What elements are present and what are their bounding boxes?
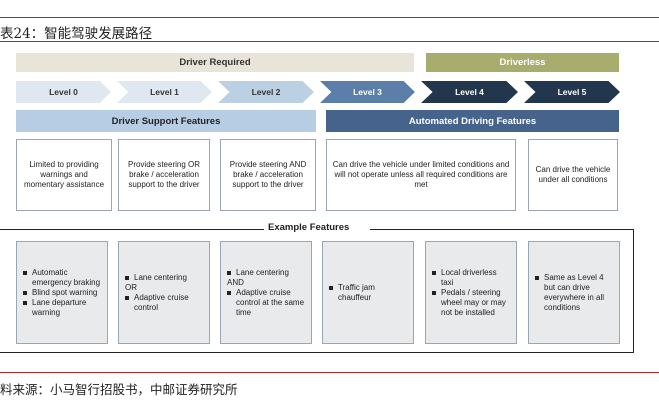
level-3-4-description: Can drive the vehicle under limited cond…	[326, 139, 516, 211]
frame-right-line	[633, 229, 634, 353]
frame-top-right-line	[370, 229, 634, 230]
level-1-description-text: Provide steering OR brake / acceleration…	[127, 160, 201, 189]
list-item: Automatic emergency braking	[23, 268, 101, 288]
level-2-examples: Lane centering AND Adaptive cruise contr…	[220, 241, 312, 344]
list-connector: AND	[227, 277, 244, 287]
list-item: Blind spot warning	[23, 288, 101, 298]
level-1-chevron: Level 1	[117, 81, 212, 103]
list-item: Local driverless taxi	[432, 268, 510, 288]
level-5-chevron: Level 5	[524, 81, 620, 103]
caption-rule	[0, 41, 659, 42]
example-features-title: Example Features	[264, 222, 354, 233]
source-rule	[0, 372, 659, 373]
list-connector: OR	[125, 282, 137, 292]
automated-driving-features-bar: Automated Driving Features	[326, 110, 619, 132]
level-1-description: Provide steering OR brake / acceleration…	[118, 139, 210, 211]
list-item: Lane departure warning	[23, 298, 101, 318]
level-3-4-description-text: Can drive the vehicle under limited cond…	[332, 160, 510, 189]
list-item: Adaptive cruise control at the same time	[227, 288, 305, 318]
level-2-description-text: Provide steering AND brake / acceleratio…	[229, 160, 307, 189]
level-0-chevron: Level 0	[16, 81, 111, 103]
level-0-description-text: Limited to providing warnings and moment…	[23, 160, 105, 189]
source-note: 料来源：小马智行招股书，中邮证券研究所	[0, 382, 238, 397]
top-rule	[0, 17, 659, 18]
level-4-chevron: Level 4	[421, 81, 518, 103]
level-4-examples: Local driverless taxi Pedals / steering …	[425, 241, 517, 344]
level-0-description: Limited to providing warnings and moment…	[16, 139, 112, 211]
level-1-examples: Lane centering OR Adaptive cruise contro…	[118, 241, 210, 344]
frame-bottom-line	[0, 352, 634, 353]
list-item: Adaptive cruise control	[125, 293, 203, 313]
level-2-description: Provide steering AND brake / acceleratio…	[220, 139, 316, 211]
driverless-header: Driverless	[426, 53, 619, 72]
level-5-examples: Same as Level 4 but can drive everywhere…	[528, 241, 620, 344]
level-3-examples: Traffic jam chauffeur	[322, 241, 414, 344]
level-2-chevron: Level 2	[218, 81, 314, 103]
driver-support-features-bar: Driver Support Features	[16, 110, 316, 132]
level-3-chevron: Level 3	[320, 81, 415, 103]
list-item: Same as Level 4 but can drive everywhere…	[535, 273, 613, 313]
list-item: Lane centering	[125, 273, 203, 283]
driver-required-header: Driver Required	[16, 53, 414, 72]
list-item: Lane centering	[227, 268, 305, 278]
list-item: Pedals / steering wheel may or may not b…	[432, 288, 510, 318]
frame-top-left-line	[0, 229, 264, 230]
list-item: Traffic jam chauffeur	[329, 283, 407, 303]
figure-caption: 表24：智能驾驶发展路径	[0, 26, 153, 42]
level-5-description: Can drive the vehicle under all conditio…	[528, 139, 618, 211]
level-5-description-text: Can drive the vehicle under all conditio…	[535, 165, 611, 184]
level-0-examples: Automatic emergency braking Blind spot w…	[16, 241, 108, 344]
